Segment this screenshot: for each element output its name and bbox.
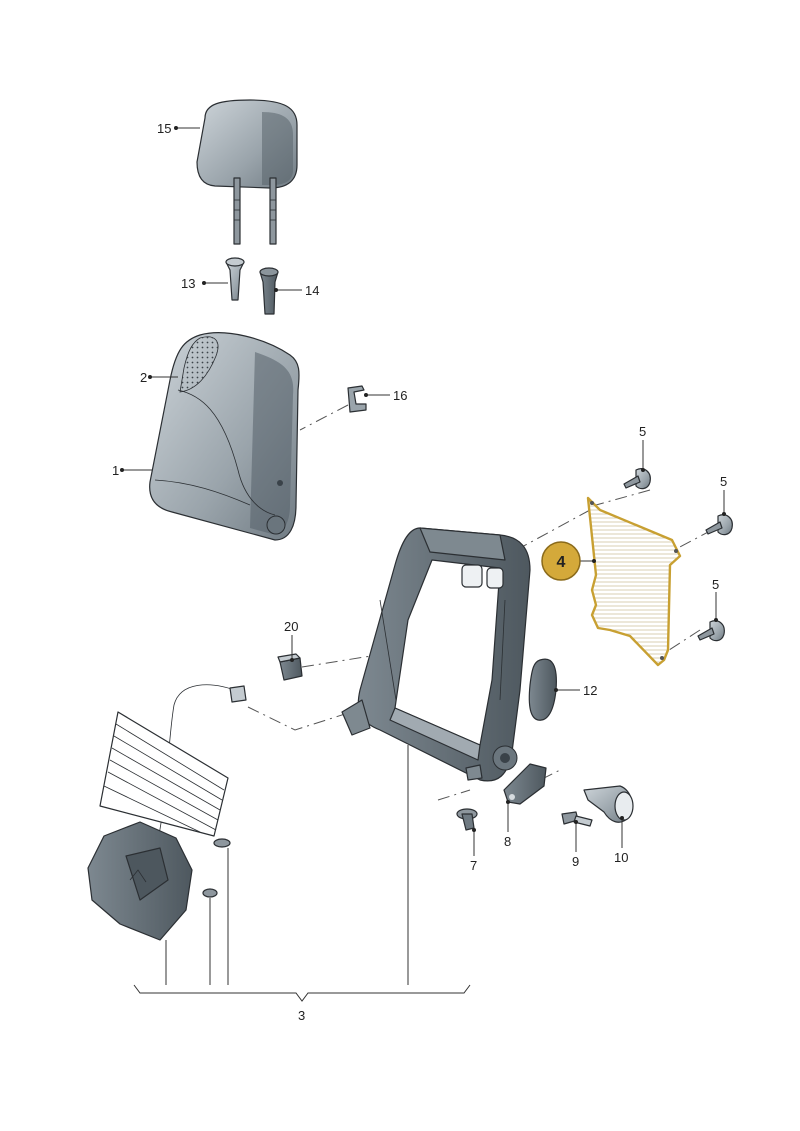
cap-part-20 [277,653,303,681]
callout-16: 16 [393,388,407,403]
back-panel-part-4-highlighted [586,496,682,667]
guide-sleeve-part-14 [259,267,279,315]
callout-1: 1 [112,463,119,478]
callout-12: 12 [583,683,597,698]
backrest-perforated-area-part-2 [179,336,219,393]
callout-15: 15 [157,121,171,136]
callout-13: 13 [181,276,195,291]
headrest-part-15 [196,99,298,245]
callout-7: 7 [470,858,477,873]
backrest-frame-part-3 [341,527,531,782]
callout-20: 20 [284,619,298,634]
callout-5-right: 5 [720,474,727,489]
callout-8: 8 [504,834,511,849]
bolt-part-7 [456,808,478,831]
cover-part-12 [528,658,557,721]
callout-9: 9 [572,854,579,869]
callout-14: 14 [305,283,319,298]
lumbar-support-assembly [87,684,247,941]
bracket-part-8 [503,763,547,805]
knob-part-10 [583,785,634,823]
screw-part-5-c [697,620,725,642]
callout-2: 2 [140,370,147,385]
leader-lines [120,126,726,1002]
callout-5-bottom: 5 [712,577,719,592]
highlight-badge-4[interactable]: 4 [541,541,581,581]
backrest-cover-part-1 [149,332,300,541]
guide-sleeve-part-13 [225,257,245,301]
screw-part-5-a [623,468,651,490]
callout-3: 3 [298,1008,305,1023]
pin-part-9 [561,811,593,827]
callout-5-top: 5 [639,424,646,439]
clip-part-16 [347,385,367,413]
callout-labels: 15 13 14 2 16 1 5 5 5 20 12 7 8 9 10 3 [112,121,727,1023]
callout-4: 4 [557,554,566,571]
screw-part-5-b [705,514,733,536]
callout-10: 10 [614,850,628,865]
